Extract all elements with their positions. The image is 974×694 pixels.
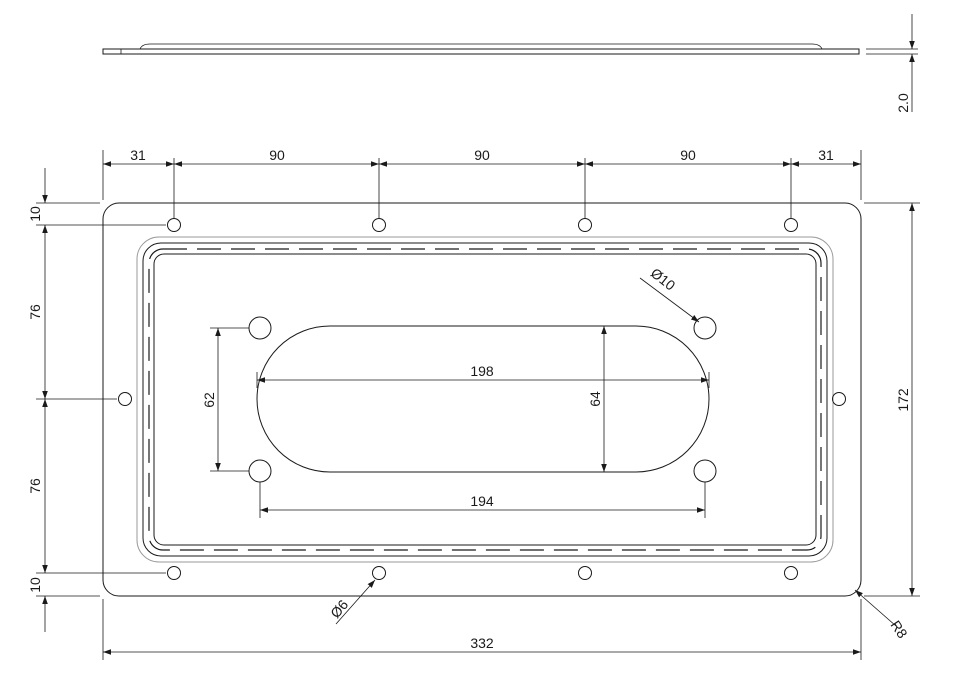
svg-text:64: 64 [587, 391, 603, 407]
svg-text:198: 198 [470, 363, 494, 379]
hole [167, 218, 181, 232]
dim-small-hole: Ø6 [327, 579, 376, 625]
large-hole [693, 316, 717, 340]
dim-slot-length: 198 [256, 363, 710, 388]
dim-spacing-2: 90 [269, 147, 285, 163]
hole [167, 566, 181, 580]
hole [578, 566, 592, 580]
dim-spacing-1: 31 [130, 147, 146, 163]
dim-large-hole: Ø10 [639, 265, 700, 323]
svg-text:R8: R8 [888, 617, 911, 641]
frame-lines [136, 236, 834, 563]
svg-text:194: 194 [470, 493, 494, 509]
hole [784, 218, 798, 232]
large-hole [248, 316, 272, 340]
dim-top-spacing: 31 90 90 90 31 [102, 147, 862, 218]
dim-large-hole-horizontal: 194 [259, 482, 706, 518]
large-holes [248, 316, 717, 483]
svg-text:Ø6: Ø6 [327, 596, 351, 621]
dim-side-lower: 76 [27, 478, 43, 494]
svg-text:332: 332 [470, 635, 494, 651]
dim-thickness: 2.0 [895, 93, 911, 113]
dim-edge-bottom: 10 [27, 577, 43, 593]
svg-text:Ø10: Ø10 [648, 265, 679, 294]
central-slot [256, 325, 710, 473]
small-holes [118, 218, 846, 580]
svg-text:62: 62 [201, 392, 217, 408]
plate-outline [102, 202, 862, 597]
hole [832, 392, 846, 406]
dim-slot-width: 64 [587, 326, 607, 472]
dim-spacing-3: 90 [474, 147, 490, 163]
dim-edge-top: 10 [27, 206, 43, 222]
dim-spacing-4: 90 [680, 147, 696, 163]
dim-corner-radius: R8 [854, 589, 911, 641]
hole [372, 218, 386, 232]
dim-side-upper: 76 [27, 304, 43, 320]
dim-large-hole-vertical: 62 [201, 327, 249, 472]
hole [372, 566, 386, 580]
hole [578, 218, 592, 232]
large-hole [248, 459, 272, 483]
dim-overall-width: 332 [102, 599, 862, 660]
dim-spacing-5: 31 [818, 147, 834, 163]
hole [118, 392, 132, 406]
hole [784, 566, 798, 580]
svg-text:172: 172 [895, 388, 911, 412]
dim-left-vertical: 10 76 76 10 [27, 168, 166, 632]
dim-overall-height: 172 [864, 202, 920, 597]
large-hole [693, 459, 717, 483]
side-view: 2.0 [102, 14, 918, 113]
